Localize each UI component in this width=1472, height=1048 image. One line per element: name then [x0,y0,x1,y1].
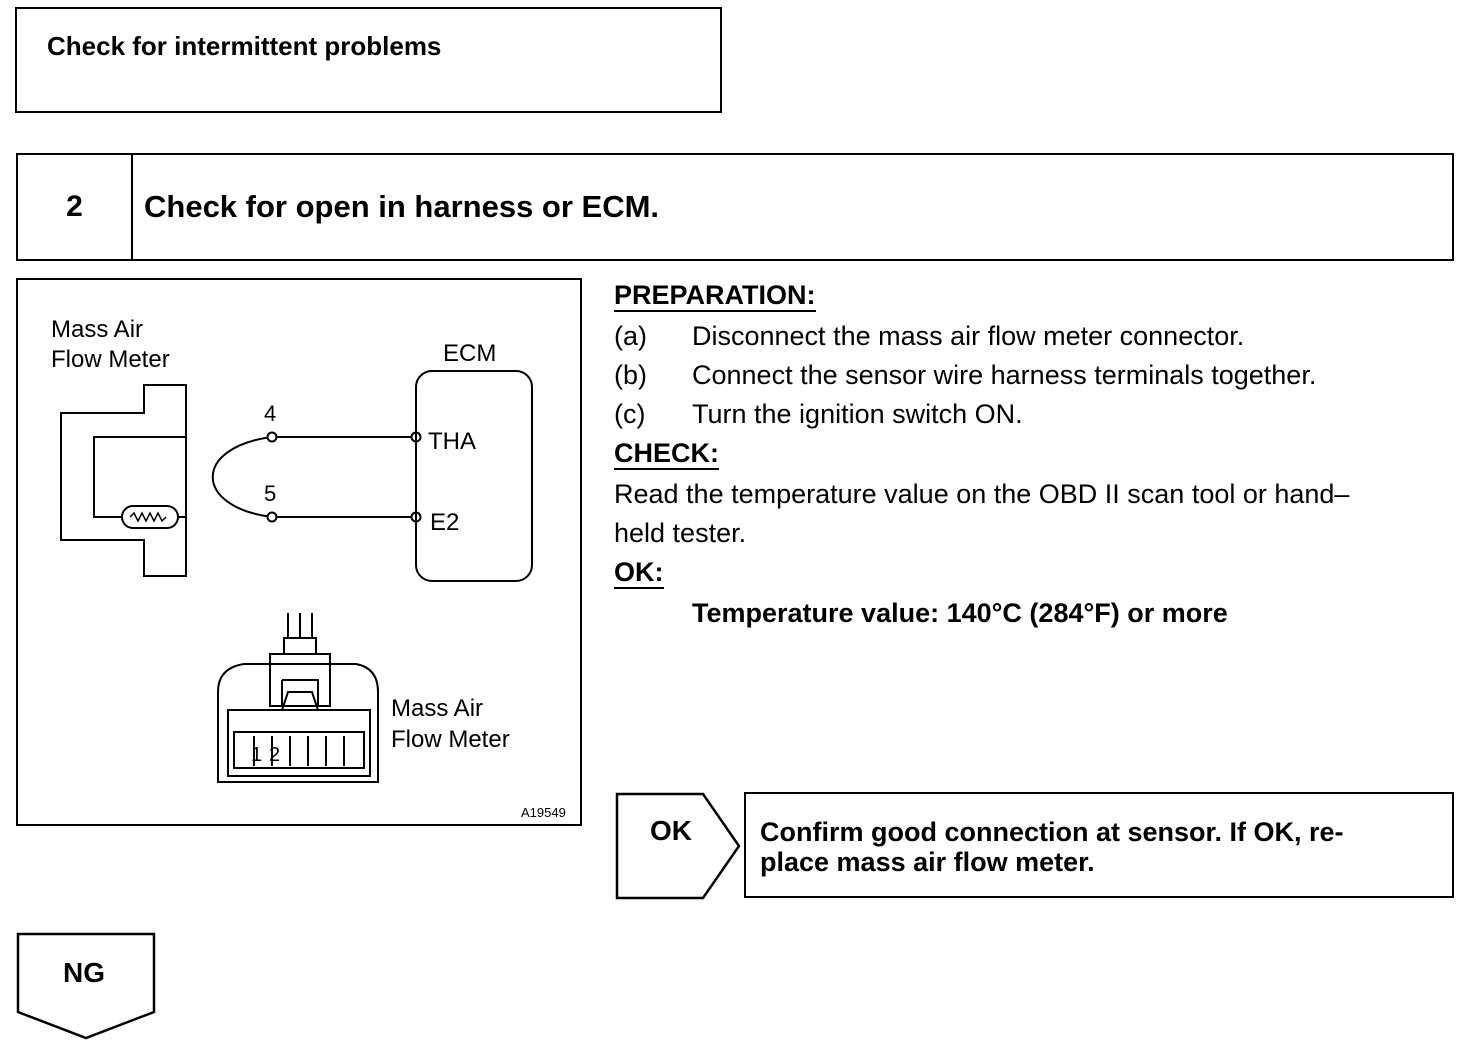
connector-label-line1: Mass Air [391,695,483,722]
meter-label-line1: Mass Air [51,316,143,343]
check-text-line1: Read the temperature value on the OBD II… [614,479,1350,509]
e2-label: E2 [430,509,459,536]
pin-5-label: 5 [264,481,276,506]
ecm-box [415,370,533,582]
connector-label-line2: Flow Meter [391,726,510,753]
list-item: (c) Turn the ignition switch ON. [614,395,1464,434]
pin-4-terminal [266,431,278,443]
step-title: Check for open in harness or ECM. [144,189,660,224]
preparation-heading: PREPARATION: [614,280,816,312]
ok-action-box: Confirm good connection at sensor. If OK… [744,792,1454,898]
step-text: Turn the ignition switch ON. [692,399,1023,429]
connector-icon [217,613,379,783]
thermistor-icon [121,505,179,529]
intermittent-problems-title: Check for intermittent problems [47,31,442,61]
tha-label: THA [428,428,476,455]
meter-internal-wire [93,436,186,518]
jumper-wire [212,436,273,518]
ng-label: NG [63,957,105,988]
step-number: 2 [18,155,133,259]
ok-spec: Temperature value: 140°C (284°F) or more [692,598,1228,628]
step-label: (b) [614,360,647,390]
ecm-label: ECM [443,340,496,367]
intermittent-problems-box: Check for intermittent problems [15,7,722,113]
pin-4-label: 4 [264,401,276,426]
wiring-diagram: Mass Air Flow Meter 4 5 ECM THA E2 [16,278,582,826]
step-text: Connect the sensor wire harness terminal… [692,360,1317,390]
wiring-diagram-svg: Mass Air Flow Meter 4 5 ECM THA E2 [51,316,566,820]
ok-action-line1: Confirm good connection at sensor. If OK… [760,817,1344,847]
instructions: PREPARATION: (a) Disconnect the mass air… [614,276,1464,633]
list-item: (a) Disconnect the mass air flow meter c… [614,317,1464,356]
ok-arrow-box: OK [615,792,741,900]
step-header: 2 Check for open in harness or ECM. [16,153,1454,261]
connector-pin-2: 2 [269,744,280,766]
ok-heading: OK: [614,557,664,589]
ng-arrow-box: NG [16,932,156,1040]
pin-5-terminal [266,511,278,523]
check-text-line2: held tester. [614,518,747,548]
list-item: (b) Connect the sensor wire harness term… [614,356,1464,395]
step-label: (a) [614,321,647,351]
step-text: Disconnect the mass air flow meter conne… [692,321,1245,351]
ok-label: OK [650,815,692,846]
ok-action-line2: place mass air flow meter. [760,847,1095,877]
connector-pin-1: 1 [251,744,262,766]
meter-label-line2: Flow Meter [51,346,170,373]
check-heading: CHECK: [614,438,719,470]
step-label: (c) [614,399,646,429]
meter-body [60,384,187,577]
figure-code: A19549 [521,805,566,820]
